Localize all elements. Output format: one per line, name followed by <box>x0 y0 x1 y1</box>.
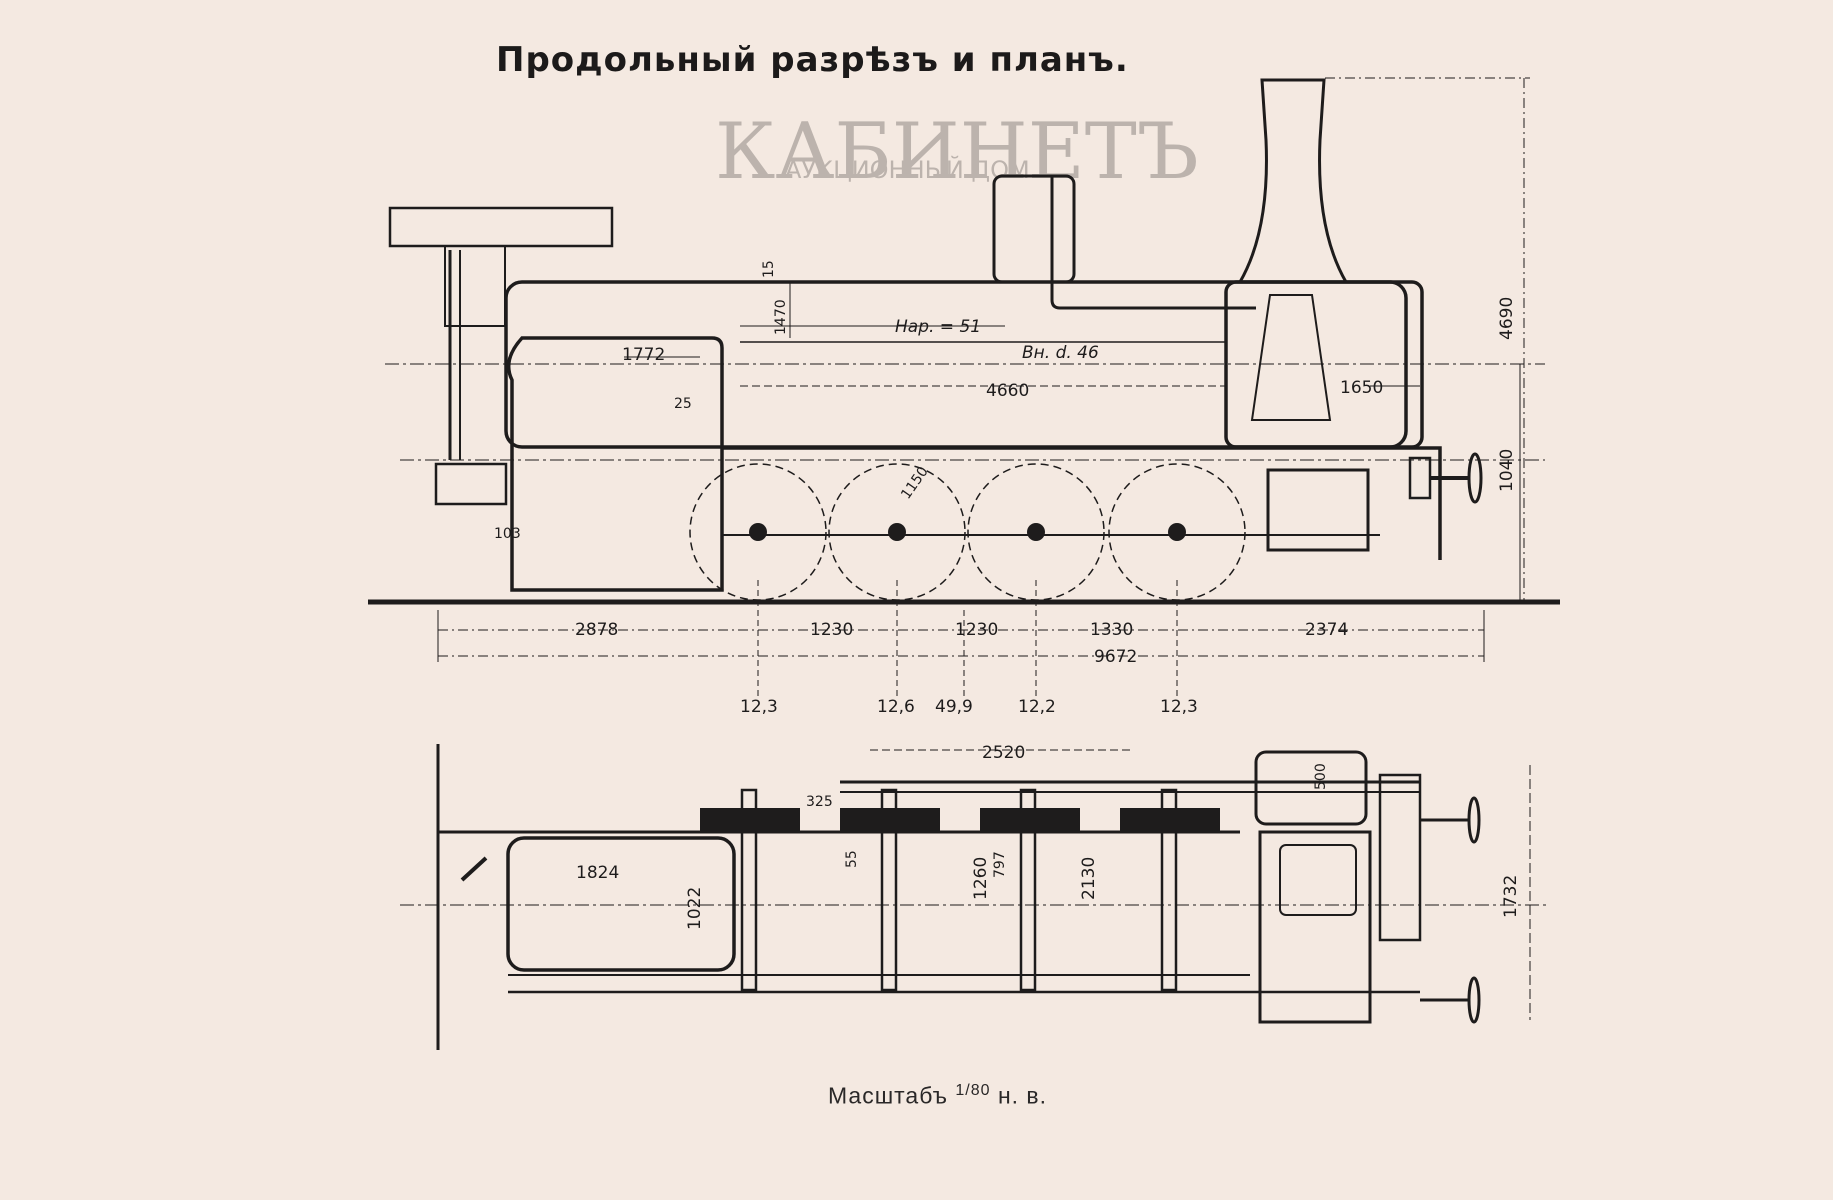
axle-load-total: 49,9 <box>935 697 973 717</box>
dim-pitch-1470: 1470 <box>773 299 789 335</box>
wheelbase-seg-3: 1230 <box>955 620 998 640</box>
dim-firebox-length: 1772 <box>622 345 665 365</box>
wheelbase-dimensions: 2878 1230 1230 1330 2374 9672 <box>575 620 1348 667</box>
wheelbase-seg-1: 2878 <box>575 620 618 640</box>
scale-suffix: н. в. <box>997 1082 1048 1109</box>
plan-firebox <box>506 836 736 972</box>
dim-height-total: 4690 <box>1497 297 1517 340</box>
dim-axis-height: 1040 <box>1497 449 1517 492</box>
steam-dome <box>992 174 1076 284</box>
dim-tube-length: 4660 <box>986 381 1029 401</box>
frame-top <box>722 446 1442 560</box>
scale-prefix: Масштабъ <box>828 1082 949 1109</box>
plan-dim-325: 325 <box>806 794 833 810</box>
axle-load-2: 12,6 <box>877 697 915 717</box>
scale-ratio: 1/80 <box>955 1082 991 1099</box>
wheels <box>689 463 1246 601</box>
label-tube-inner: Вн. d. 46 <box>1022 343 1099 363</box>
dim-gap-15: 15 <box>761 260 777 278</box>
front-buffer-head <box>1467 452 1483 504</box>
plan-view <box>400 744 1550 1050</box>
wheelbase-total: 9672 <box>1094 647 1137 667</box>
axle-load-4: 12,3 <box>1160 697 1198 717</box>
scale-caption: Масштабъ 1/80 н. в. <box>828 1082 1047 1110</box>
wheelbase-seg-4: 1330 <box>1090 620 1133 640</box>
dim-smokebox-length: 1650 <box>1340 378 1383 398</box>
plan-cylinder <box>1254 750 1368 826</box>
wheelbase-seg-5: 2374 <box>1305 620 1348 640</box>
wheelbase-lines <box>437 580 1485 700</box>
cab-roof <box>388 206 614 248</box>
axle-load-3: 12,2 <box>1018 697 1056 717</box>
plan-dim-firebox-length: 1824 <box>576 863 619 883</box>
label-tube-outer: Нар. = 51 <box>895 317 981 337</box>
plan-dim-firebox-width: 1022 <box>685 887 705 930</box>
dim-offset-25: 25 <box>674 396 692 412</box>
watermark: КАБИНЕТЪ АУКЦИОННЫЙ ДОМ <box>715 107 1199 197</box>
plan-dim-width-1732: 1732 <box>1501 875 1521 918</box>
dim-wheel-diameter: 1150 <box>898 464 932 502</box>
page-title: Продольный разрѣзъ и планъ. <box>496 40 1129 80</box>
axle-loads: 12,3 12,6 49,9 12,2 12,3 <box>740 697 1198 717</box>
rear-buffer <box>434 462 508 506</box>
dim-gap-103: 103 <box>494 526 521 542</box>
plan-dim-cylinder: 500 <box>1313 763 1329 790</box>
plan-dimensions: 2520 500 325 55 1260 797 2130 1732 1824 … <box>576 743 1521 930</box>
plan-dim-55: 55 <box>844 850 860 868</box>
blastpipe <box>1250 294 1332 421</box>
plan-dim-width-2130: 2130 <box>1079 857 1099 900</box>
chimney <box>1237 78 1349 284</box>
wheelbase-seg-2: 1230 <box>810 620 853 640</box>
plan-dim-frame-1260: 1260 <box>971 857 991 900</box>
elevation-dimensions: 4690 1040 4660 1772 1650 1150 25 103 15 … <box>494 260 1517 542</box>
plan-dim-rod-span: 2520 <box>982 743 1025 763</box>
watermark-subtitle: АУКЦИОННЫЙ ДОМ <box>785 155 1030 184</box>
elevation-view <box>368 77 1560 605</box>
plan-dim-frame-797: 797 <box>992 851 1008 878</box>
buffer-beam-box <box>1266 468 1370 552</box>
cab-window <box>444 245 506 327</box>
front-buffer-stock <box>1408 456 1432 500</box>
watermark-name: КАБИНЕТЪ <box>715 107 1199 197</box>
axle-load-1: 12,3 <box>740 697 778 717</box>
plan-smokebox <box>1258 830 1372 1024</box>
firebox <box>506 336 724 592</box>
